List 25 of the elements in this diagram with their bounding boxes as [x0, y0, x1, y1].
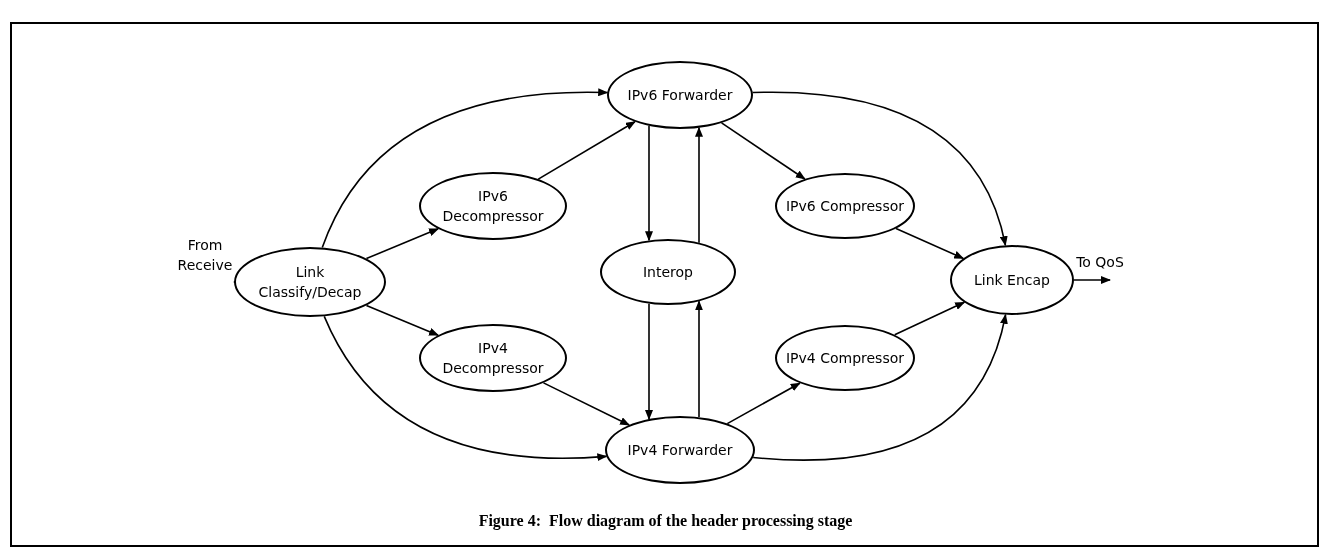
arrow	[365, 304, 440, 336]
node-label: IPv4 Compressor	[784, 348, 906, 368]
arrow	[537, 120, 636, 180]
arrow	[365, 228, 440, 260]
node-label: IPv4 Decompressor	[441, 338, 545, 378]
edge-label: To QoS	[1075, 252, 1125, 272]
figure-caption: Figure 4: Flow diagram of the header processing stage	[477, 512, 854, 530]
node-label: Link Encap	[973, 270, 1051, 290]
arrow	[726, 382, 801, 425]
node-label: Link Classify/Decap	[257, 262, 363, 302]
arrow	[752, 91, 1008, 247]
arrow	[321, 88, 609, 249]
arrow	[323, 315, 608, 461]
arrow	[895, 227, 965, 260]
arrow	[752, 313, 1008, 461]
node-label: Interop	[642, 262, 694, 282]
edge-label: From Receive	[176, 236, 234, 276]
arrow	[542, 382, 631, 426]
arrow	[1073, 276, 1111, 284]
node-label: IPv6 Decompressor	[441, 186, 545, 226]
node-label: IPv6 Compressor	[784, 196, 906, 216]
node-label: IPv6 Forwarder	[626, 85, 734, 105]
arrow	[893, 301, 966, 336]
arrow	[720, 122, 806, 180]
node-label: IPv4 Forwarder	[626, 440, 734, 460]
